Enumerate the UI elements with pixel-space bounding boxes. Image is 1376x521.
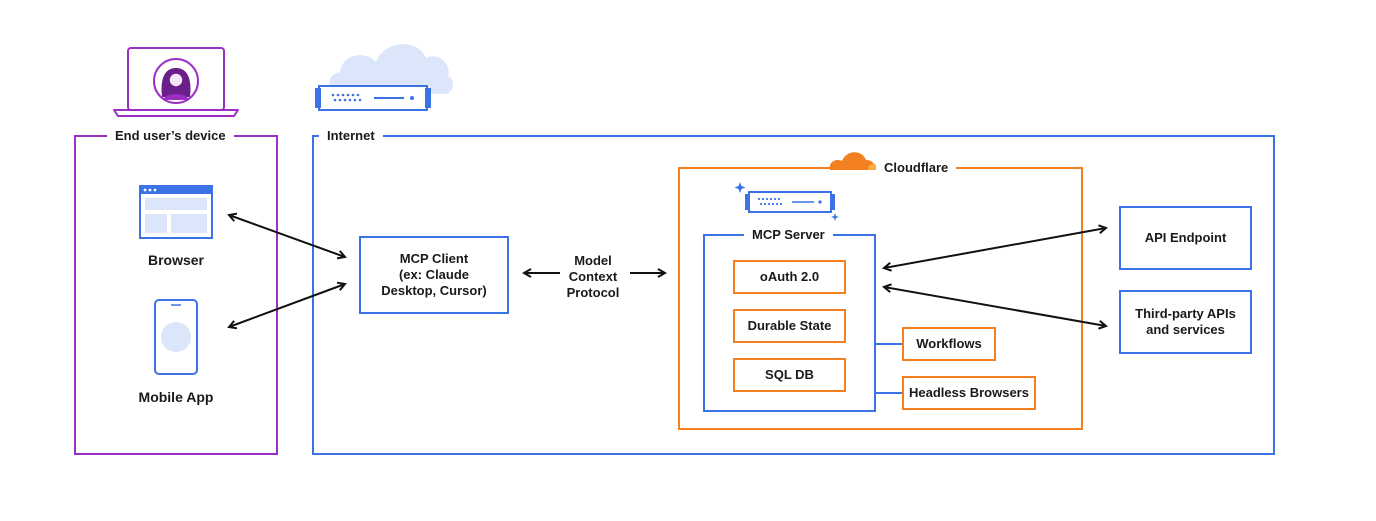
third-party-line2: and services: [1146, 322, 1225, 337]
durable-state-box: Durable State: [733, 309, 846, 343]
mobile-phone-icon: [154, 299, 198, 375]
mcp-client-line2: (ex: Claude: [398, 267, 470, 282]
oauth-box: oAuth 2.0: [733, 260, 846, 294]
laptop-user-icon: [113, 47, 239, 117]
protocol-line2: Context: [568, 269, 618, 284]
device-frame-label: End user’s device: [107, 128, 234, 143]
arrow-server-thirdparty: [884, 287, 1106, 326]
device-frame: [74, 135, 278, 455]
internet-frame-label: Internet: [319, 128, 383, 143]
third-party-line1: Third-party APIs: [1135, 306, 1236, 321]
mcp-server-frame-label: MCP Server: [744, 227, 833, 242]
sql-db-box: SQL DB: [733, 358, 846, 392]
cloudflare-logo-icon: [829, 152, 880, 170]
mcp-client-line1: MCP Client: [399, 251, 469, 266]
browser-window-icon: [139, 185, 213, 239]
protocol-label: Model Context Protocol: [553, 253, 633, 301]
protocol-line3: Protocol: [566, 285, 620, 300]
cloud-server-icon: [315, 44, 453, 111]
api-endpoint-box: API Endpoint: [1119, 206, 1252, 270]
browser-label: Browser: [147, 252, 205, 268]
cloudflare-frame-label: Cloudflare: [876, 160, 957, 175]
mcp-server-icon: [734, 182, 839, 221]
headless-browsers-box: Headless Browsers: [902, 376, 1036, 410]
arrow-browser-client: [229, 215, 345, 257]
workflows-box: Workflows: [902, 327, 996, 361]
mcp-client-line3: Desktop, Cursor): [381, 283, 487, 298]
arrow-mobile-client: [229, 284, 345, 327]
mobile-app-label: Mobile App: [138, 389, 214, 405]
arrow-server-api: [884, 228, 1106, 268]
mcp-client-box: MCP Client (ex: Claude Desktop, Cursor): [359, 236, 509, 314]
protocol-line1: Model: [574, 253, 612, 268]
third-party-apis-box: Third-party APIs and services: [1119, 290, 1252, 354]
